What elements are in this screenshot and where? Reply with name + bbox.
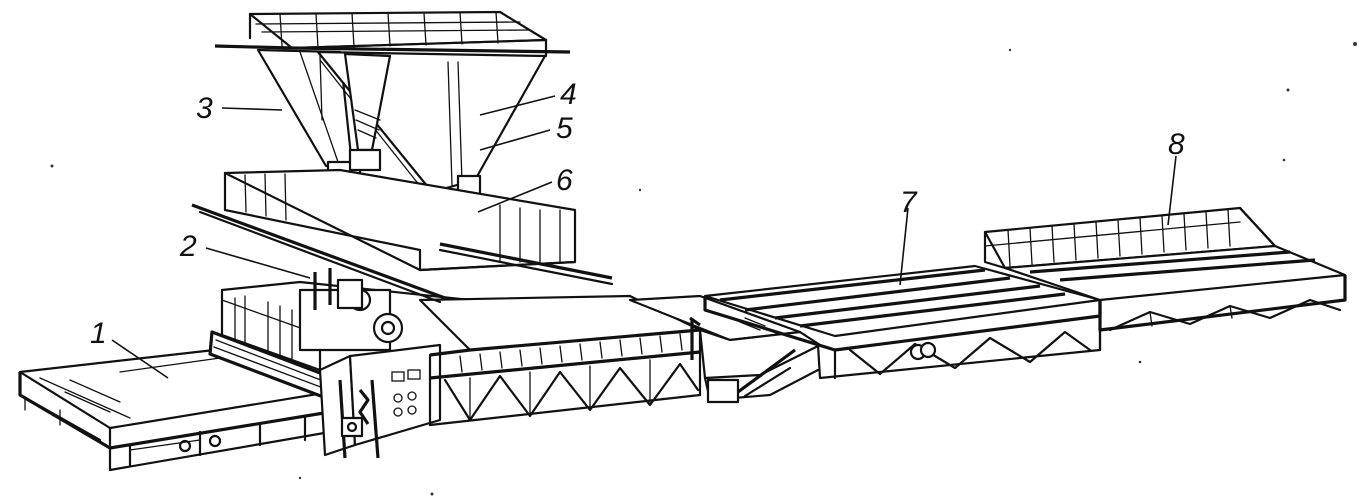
callout-labels: 1 2 3 4 5 6 7 8	[90, 78, 1185, 350]
callout-4: 4	[560, 78, 577, 111]
callout-3: 3	[196, 92, 213, 125]
leader-7	[899, 207, 909, 286]
leader-1	[111, 339, 169, 379]
scan-specks	[50, 42, 1357, 496]
leader-2	[205, 247, 311, 279]
callout-8: 8	[1168, 128, 1185, 161]
leader-6	[477, 181, 553, 213]
callout-2: 2	[179, 230, 197, 263]
spreader-carriage	[208, 268, 472, 459]
leader-5	[479, 129, 551, 151]
callout-1: 1	[90, 317, 107, 350]
leader-3	[221, 107, 283, 111]
gantry-rails	[191, 168, 614, 304]
callout-5: 5	[556, 112, 573, 145]
transfer-unit	[628, 294, 822, 404]
callout-7: 7	[900, 186, 918, 219]
leader-4	[479, 95, 556, 116]
roller-conveyor	[418, 294, 702, 427]
callout-6: 6	[556, 164, 573, 197]
callout-leaders	[111, 95, 1177, 379]
leader-8	[1167, 155, 1177, 226]
storage-rack	[983, 206, 1347, 352]
